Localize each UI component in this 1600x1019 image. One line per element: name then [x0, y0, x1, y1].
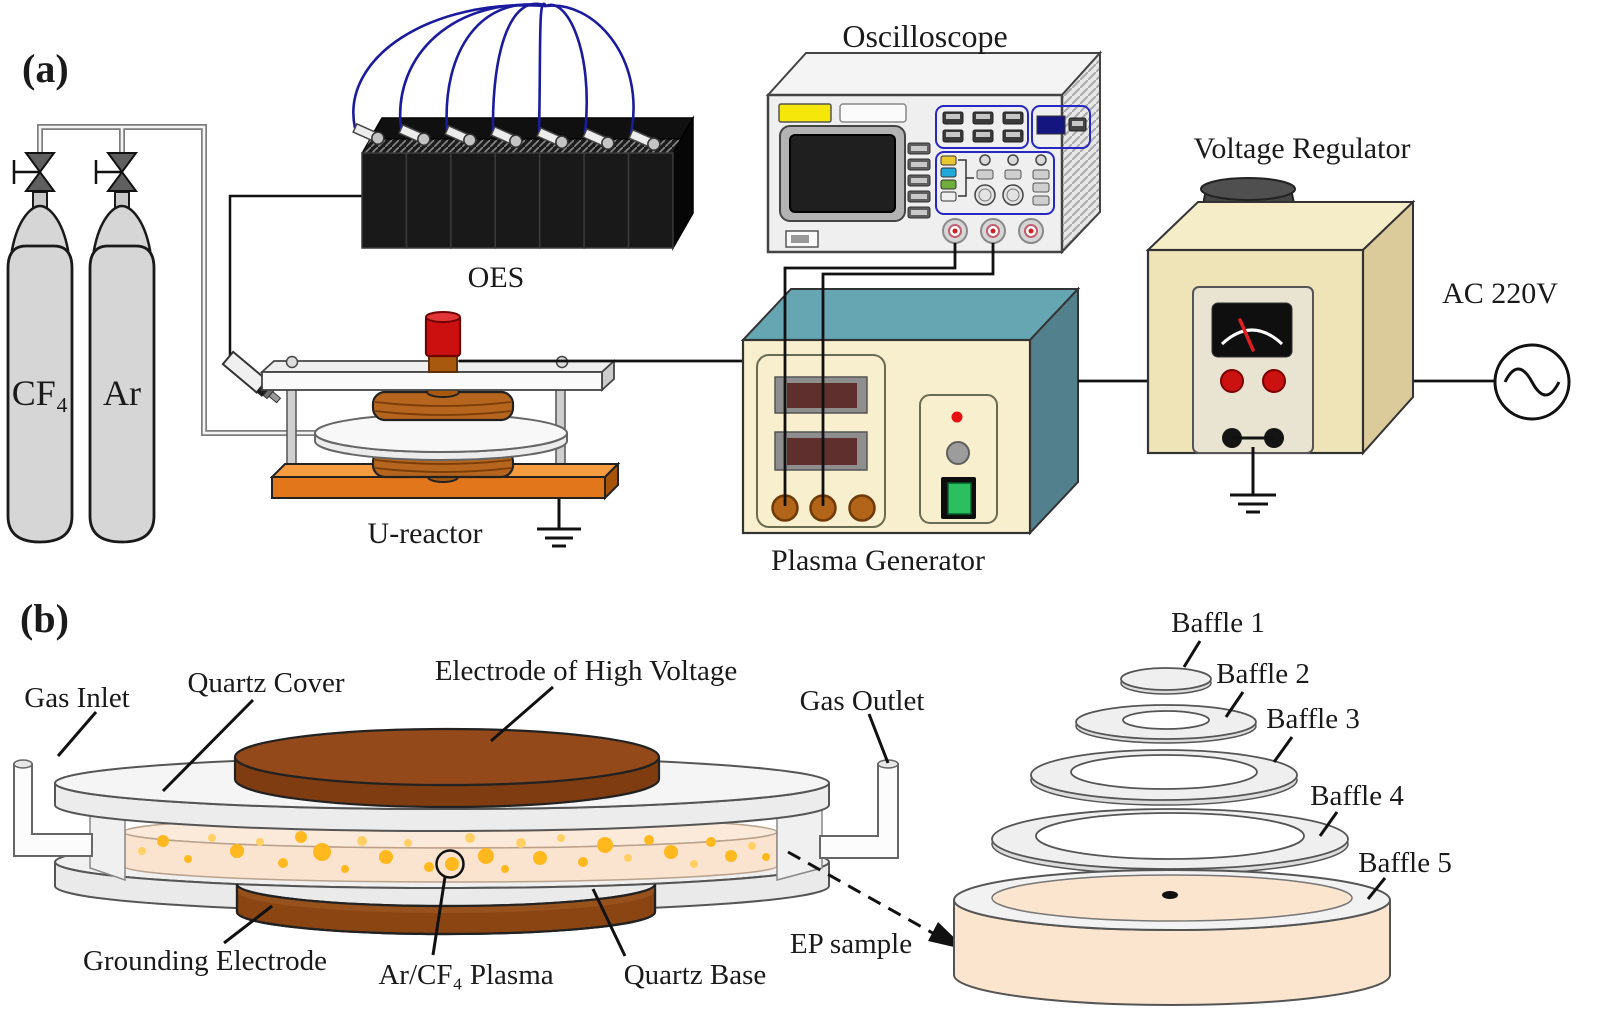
ac-source-icon [1493, 343, 1571, 421]
gas-outlet-tube [819, 759, 899, 859]
reactor-ground-icon [537, 498, 581, 548]
indicator-led [951, 411, 963, 423]
plasma-generator-label: Plasma Generator [771, 544, 985, 577]
regulator-meter [1211, 302, 1293, 358]
u-reactor-label: U-reactor [368, 517, 483, 550]
gas-inlet-tube [13, 759, 93, 857]
quartz-base-label: Quartz Base [624, 959, 767, 991]
quartz-disk [314, 413, 568, 461]
grounding-electrode-disc [235, 883, 657, 936]
generator-display-1 [774, 376, 868, 414]
generator-display-2 [774, 431, 868, 471]
gas-inlet-label: Gas Inlet [24, 682, 130, 714]
baffle-2 [1075, 704, 1257, 744]
baffle-1 [1120, 667, 1212, 695]
probe-wires [783, 243, 995, 506]
baffle-5 [953, 869, 1391, 1006]
generator-knobs [771, 494, 876, 522]
oes-label: OES [468, 261, 525, 294]
baffle-5-label: Baffle 5 [1358, 847, 1452, 879]
grounding-electrode-label: Grounding Electrode [83, 945, 327, 977]
regulator-terminals [1220, 369, 1286, 448]
hv-connector-cap [424, 311, 462, 373]
ar-cylinder-label: Ar [103, 373, 141, 413]
voltage-regulator: Voltage Regulator [1145, 132, 1416, 514]
plasma-highlight-circle [435, 849, 465, 879]
baffle-4 [991, 808, 1349, 875]
panel-a-tag: (a) [22, 46, 69, 91]
oscilloscope-controls [935, 105, 1091, 215]
hv-electrode-disc [233, 727, 661, 809]
upper-electrode [371, 386, 515, 422]
oes-fiber-cables [352, 2, 635, 135]
ar-cylinder: Ar [88, 152, 156, 544]
reactor-cross-section [13, 727, 899, 936]
baffle-2-label: Baffle 2 [1216, 658, 1310, 690]
plasma-particles [138, 831, 770, 873]
oscilloscope-yellow-button [778, 103, 832, 123]
generator-button [946, 441, 970, 465]
baffle-3-label: Baffle 3 [1266, 703, 1360, 735]
chamber-wall-right [776, 809, 823, 881]
ar-valve-icon [94, 152, 138, 192]
baffle-leader-lines [1182, 640, 1387, 900]
plasma-label: Ar/CF₄ Plasma [378, 959, 553, 991]
oes-signal-wire [228, 194, 362, 357]
oscilloscope: Oscilloscope [765, 18, 1103, 255]
quartz-cover-label: Quartz Cover [187, 667, 344, 699]
panel-b-tag: (b) [20, 596, 69, 641]
baffle-1-label: Baffle 1 [1171, 607, 1265, 639]
u-reactor: U-reactor [259, 311, 621, 550]
oscilloscope-screen [779, 125, 906, 222]
baffle-3 [1030, 749, 1298, 806]
baffle-stack [953, 640, 1391, 1006]
oscilloscope-bezel-buttons [907, 142, 931, 219]
ac-source-label: AC 220V [1442, 277, 1558, 310]
chamber-wall-left [89, 809, 126, 882]
regulator-ground-icon [1230, 447, 1276, 514]
gas-outlet-label: Gas Outlet [800, 685, 925, 717]
bnc-connectors [942, 218, 1044, 244]
power-switch [941, 477, 976, 519]
hv-electrode-label: Electrode of High Voltage [435, 655, 738, 687]
reactor-top-bar [259, 355, 617, 393]
oscilloscope-label: Oscilloscope [842, 18, 1007, 54]
sample-hole [1162, 891, 1178, 899]
cf4-cylinder: CF₄ [6, 152, 74, 544]
cf4-valve-icon [12, 152, 56, 192]
leader-lines [56, 685, 890, 957]
voltage-regulator-label: Voltage Regulator [1194, 132, 1411, 165]
oes-spectrometers: OES [352, 2, 695, 294]
cf4-cylinder-label: CF₄ [12, 373, 69, 413]
ep-sample-label: EP sample [790, 928, 912, 960]
plasma-generator: Plasma Generator [740, 286, 1081, 577]
baffle-4-label: Baffle 4 [1310, 780, 1404, 812]
fiber-connector-icons [352, 122, 661, 151]
